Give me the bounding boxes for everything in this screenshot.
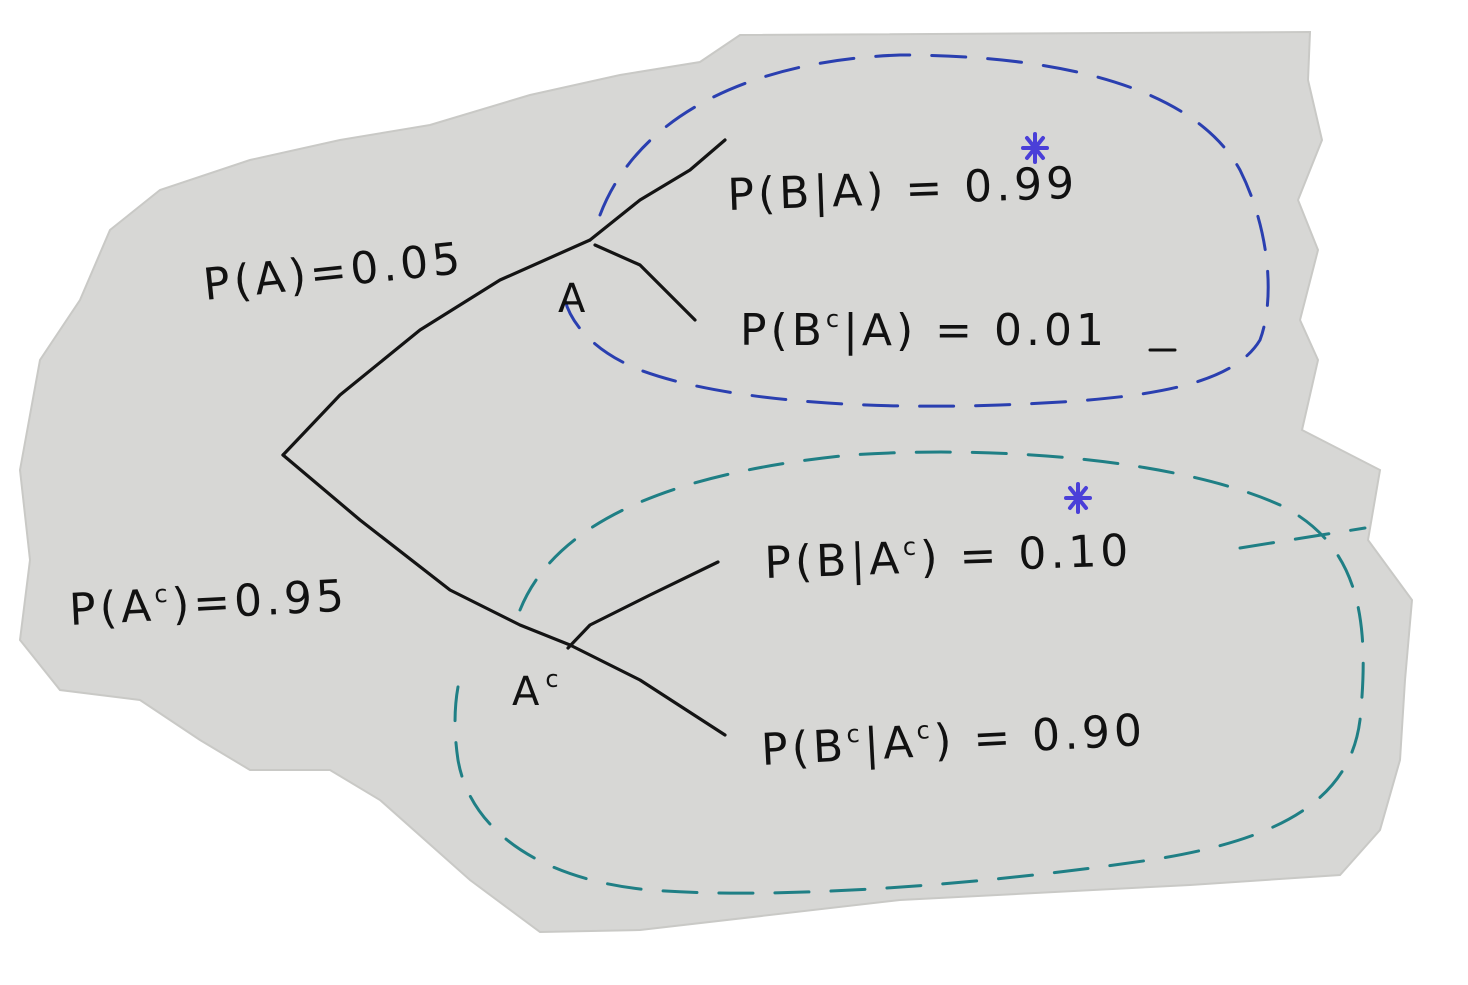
branch-root-to-a <box>281 238 592 457</box>
leaf-label-b-given-ac: P(B|Ac) = 0.10 <box>764 525 1134 589</box>
label-p-ac: P(Ac)=0.95 <box>68 570 349 636</box>
paper-sheet <box>18 30 1414 934</box>
leaf-label-bc-given-ac: P(Bc|Ac) = 0.90 <box>760 705 1147 776</box>
teal-tick-mark <box>1238 526 1367 550</box>
dashed-outline-blue <box>563 53 1270 408</box>
star-icon-lower <box>1064 482 1092 514</box>
branch-root-to-ac <box>281 453 572 647</box>
branch-a-to-bc <box>593 243 697 322</box>
dashed-outline-teal <box>453 450 1365 895</box>
branch-ac-to-bc <box>568 643 727 737</box>
star-icon-upper <box>1021 132 1049 164</box>
branch-ac-to-b <box>566 560 720 650</box>
leaf-label-b-given-a: P(B|A) = 0.99 <box>727 158 1079 221</box>
leaf-label-bc-given-a: P(Bc|A) = 0.01 <box>740 305 1108 356</box>
branch-a-to-b <box>588 138 727 242</box>
node-label-a: A <box>558 276 586 322</box>
